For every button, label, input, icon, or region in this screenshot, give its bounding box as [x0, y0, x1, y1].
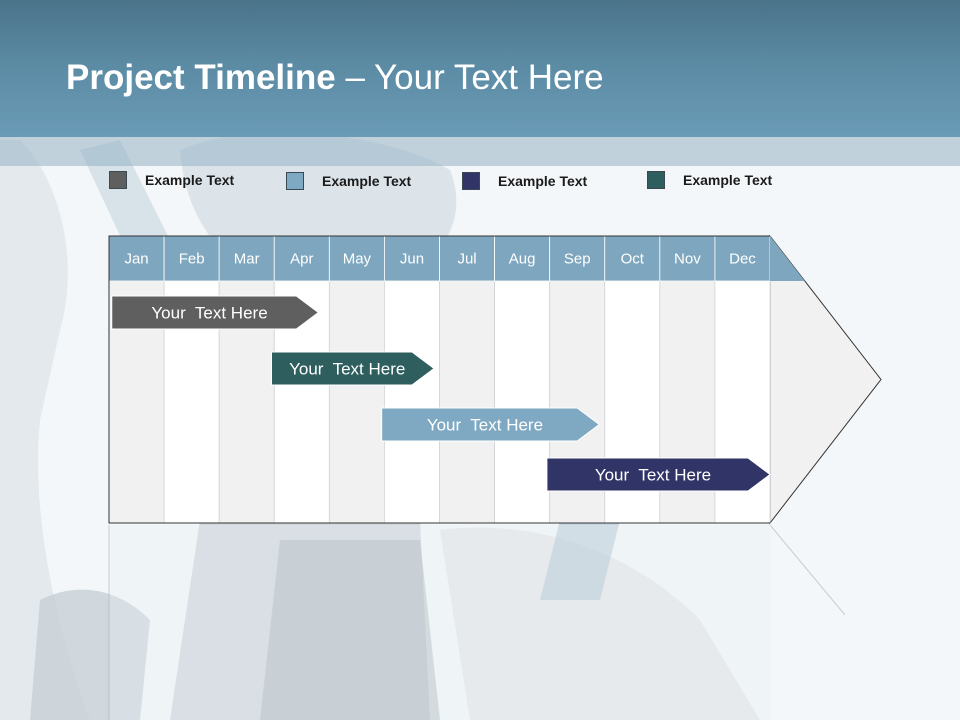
- task-bar: [270, 351, 435, 386]
- task-bar-label: Your Text Here: [595, 466, 711, 485]
- month-label: Oct: [621, 251, 645, 268]
- month-column: [439, 280, 495, 524]
- legend-swatch-4: [647, 171, 665, 189]
- month-column: [384, 280, 440, 524]
- month-label: May: [343, 251, 372, 268]
- month-header-cell: [659, 235, 716, 282]
- month-header-cell: [328, 235, 385, 282]
- month-label: Jun: [400, 251, 424, 268]
- legend-label-3: Example Text: [498, 173, 588, 189]
- legend-item-2: Example Text: [286, 171, 411, 191]
- title-bar: [0, 0, 960, 137]
- task-bar-label: Your Text Here: [427, 416, 543, 435]
- slide-title-rest: – Your Text Here: [335, 58, 604, 97]
- legend-swatch-1: [109, 171, 127, 189]
- month-label: Sep: [564, 251, 591, 268]
- month-column: [494, 280, 551, 524]
- legend-item-1: Example Text: [109, 170, 234, 190]
- month-label: Dec: [729, 251, 756, 268]
- month-header-cell: [549, 235, 606, 282]
- task-bar-label: Your Text Here: [289, 360, 405, 379]
- legend-item-4: Example Text: [647, 170, 772, 190]
- task-bar: [546, 457, 771, 492]
- legend-swatch-2: [286, 172, 304, 190]
- slide-title[interactable]: Project Timeline – Your Text Here: [66, 58, 604, 98]
- task-bar: [111, 295, 320, 330]
- month-label: Mar: [234, 251, 260, 268]
- legend-label-2: Example Text: [322, 173, 412, 189]
- arrow-header-cap: [770, 236, 805, 281]
- timeline-reflection: [109, 525, 770, 720]
- slide-title-bold: Project Timeline: [66, 58, 336, 97]
- month-header-cell: [494, 235, 551, 282]
- legend-item-3: Example Text: [462, 171, 587, 191]
- legend-label-4: Example Text: [683, 172, 773, 188]
- timeline-outline: [108, 235, 770, 524]
- task-bar: [381, 407, 601, 442]
- month-label: Feb: [179, 251, 205, 268]
- reflection-edge-right: [769, 524, 846, 616]
- month-header-cell: [273, 235, 330, 282]
- month-header-cell: [384, 235, 440, 282]
- month-label: Nov: [674, 251, 701, 268]
- month-label: Aug: [509, 251, 536, 268]
- legend-label-1: Example Text: [145, 172, 235, 188]
- task-bar-label: Your Text Here: [151, 304, 267, 323]
- legend-swatch-3: [462, 172, 480, 190]
- month-header-cell: [604, 235, 661, 282]
- month-header-cell: [218, 235, 275, 282]
- month-label: Apr: [290, 251, 313, 268]
- month-label: Jan: [124, 251, 148, 268]
- month-label: Jul: [457, 251, 476, 268]
- month-column: [328, 280, 385, 524]
- title-subband: [0, 137, 960, 166]
